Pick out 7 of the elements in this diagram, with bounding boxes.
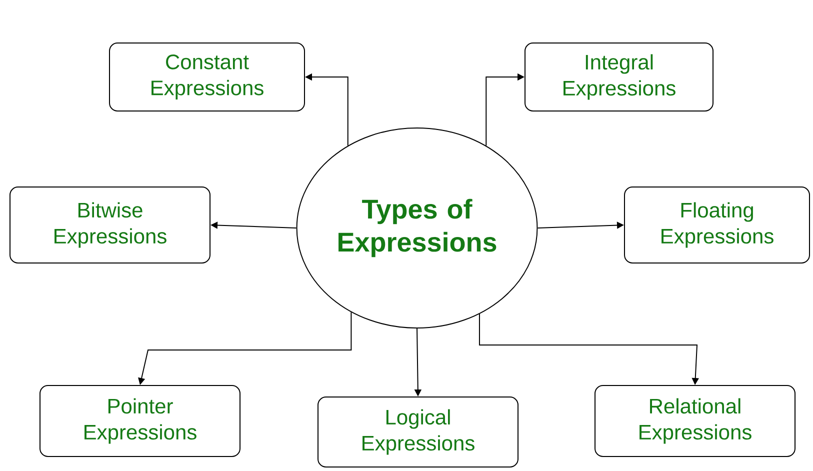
expression-box: Logical Expressions	[318, 396, 518, 468]
expression-box: Pointer Expressions	[40, 385, 240, 457]
expression-box: Constant Expressions	[109, 42, 305, 112]
expression-box: Relational Expressions	[594, 385, 796, 457]
expression-box: Bitwise Expressions	[10, 186, 210, 264]
expression-box: Floating Expressions	[624, 186, 810, 264]
expression-box: Integral Expressions	[524, 42, 714, 112]
